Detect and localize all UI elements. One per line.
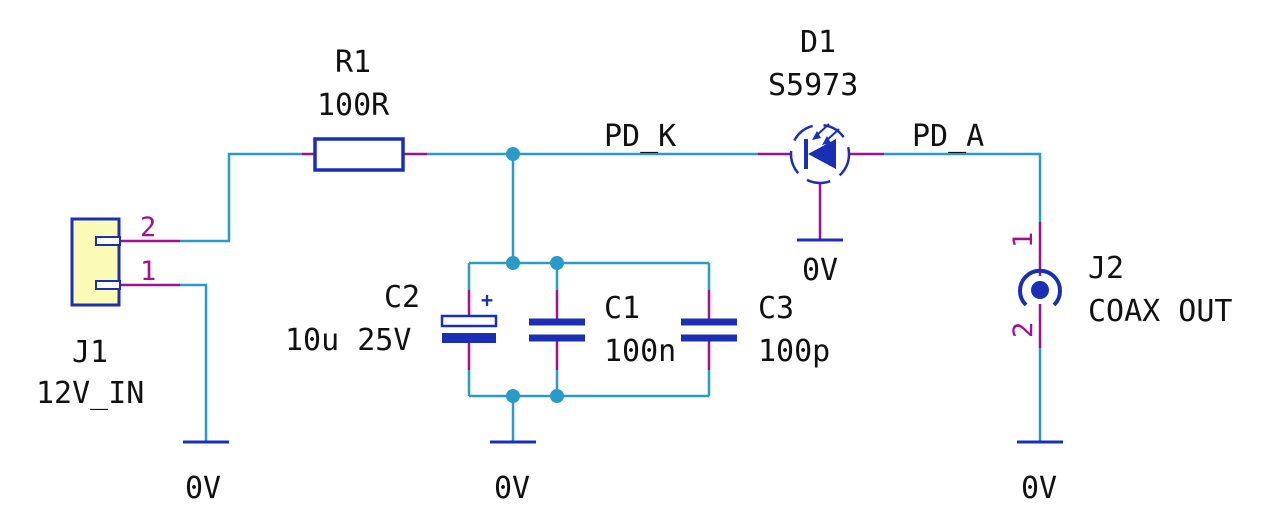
junction-dot (506, 389, 520, 403)
c2-negative-plate (442, 333, 496, 343)
net-label-pd-k: PD_K (604, 119, 676, 154)
wire-j1-pin2-to-r1 (180, 152, 302, 243)
junction-dot (506, 256, 520, 270)
ground-label: 0V (494, 471, 530, 506)
ground-symbol-j1: 0V (183, 440, 229, 506)
d1-diode-triangle (808, 139, 836, 169)
c2-value: 10u 25V (285, 323, 411, 358)
junction-dot (506, 147, 520, 161)
junctions (506, 147, 564, 403)
ground-symbol-d1: 0V (797, 238, 843, 288)
r1-value: 100R (317, 88, 390, 123)
ground-label: 0V (1021, 471, 1057, 506)
ground-symbol-j2: 0V (1017, 440, 1063, 506)
wire-net-pd-a (884, 152, 1042, 222)
j2-center-conductor (1031, 281, 1049, 299)
r1-resistor: R1 100R (302, 45, 427, 172)
c1-value: 100n (604, 334, 676, 369)
wire-j1-pin1-to-ground (180, 283, 208, 442)
d1-light-arrowhead (822, 136, 831, 145)
ground-label: 0V (185, 471, 221, 506)
c1-capacitor: C1 100n (529, 290, 676, 370)
j1-pin1-contact (95, 280, 121, 290)
j2-coax-connector: 1 2 J2 COAX OUT (1008, 222, 1233, 348)
c3-reference: C3 (758, 291, 794, 326)
r1-body (313, 137, 405, 172)
j1-body (70, 217, 121, 307)
junction-dot (550, 389, 564, 403)
j1-value: 12V_IN (36, 376, 144, 411)
ground-label: 0V (802, 253, 838, 288)
d1-photodiode: D1 S5973 (758, 25, 884, 240)
d1-value: S5973 (768, 68, 858, 103)
c2-capacitor: + C2 10u 25V (285, 280, 498, 370)
c2-positive-plate (440, 314, 498, 328)
j2-pin2-number: 2 (1008, 322, 1039, 338)
d1-envelope (789, 123, 851, 185)
j1-pin1-number: 1 (140, 256, 156, 287)
c2-reference: C2 (384, 280, 420, 315)
c2-polarity-mark: + (481, 288, 493, 312)
j2-value: COAX OUT (1088, 294, 1233, 329)
j2-reference: J2 (1088, 251, 1124, 286)
j1-reference: J1 (72, 335, 108, 370)
j2-pin1-number: 1 (1008, 232, 1039, 248)
ground-symbol-caps: 0V (490, 440, 536, 506)
j1-pin2-number: 2 (140, 212, 156, 243)
c1-reference: C1 (604, 291, 640, 326)
c3-value: 100p (758, 334, 830, 369)
d1-light-arrowhead (812, 131, 821, 140)
j1-connector: 2 1 J1 12V_IN (36, 212, 180, 411)
r1-reference: R1 (335, 45, 371, 80)
net-label-pd-a: PD_A (912, 119, 984, 154)
j2-shield-arc (1018, 268, 1062, 307)
c3-capacitor: C3 100p (681, 290, 830, 370)
junction-dot (550, 256, 564, 270)
j1-pin2-contact (95, 236, 121, 246)
d1-reference: D1 (800, 25, 836, 60)
